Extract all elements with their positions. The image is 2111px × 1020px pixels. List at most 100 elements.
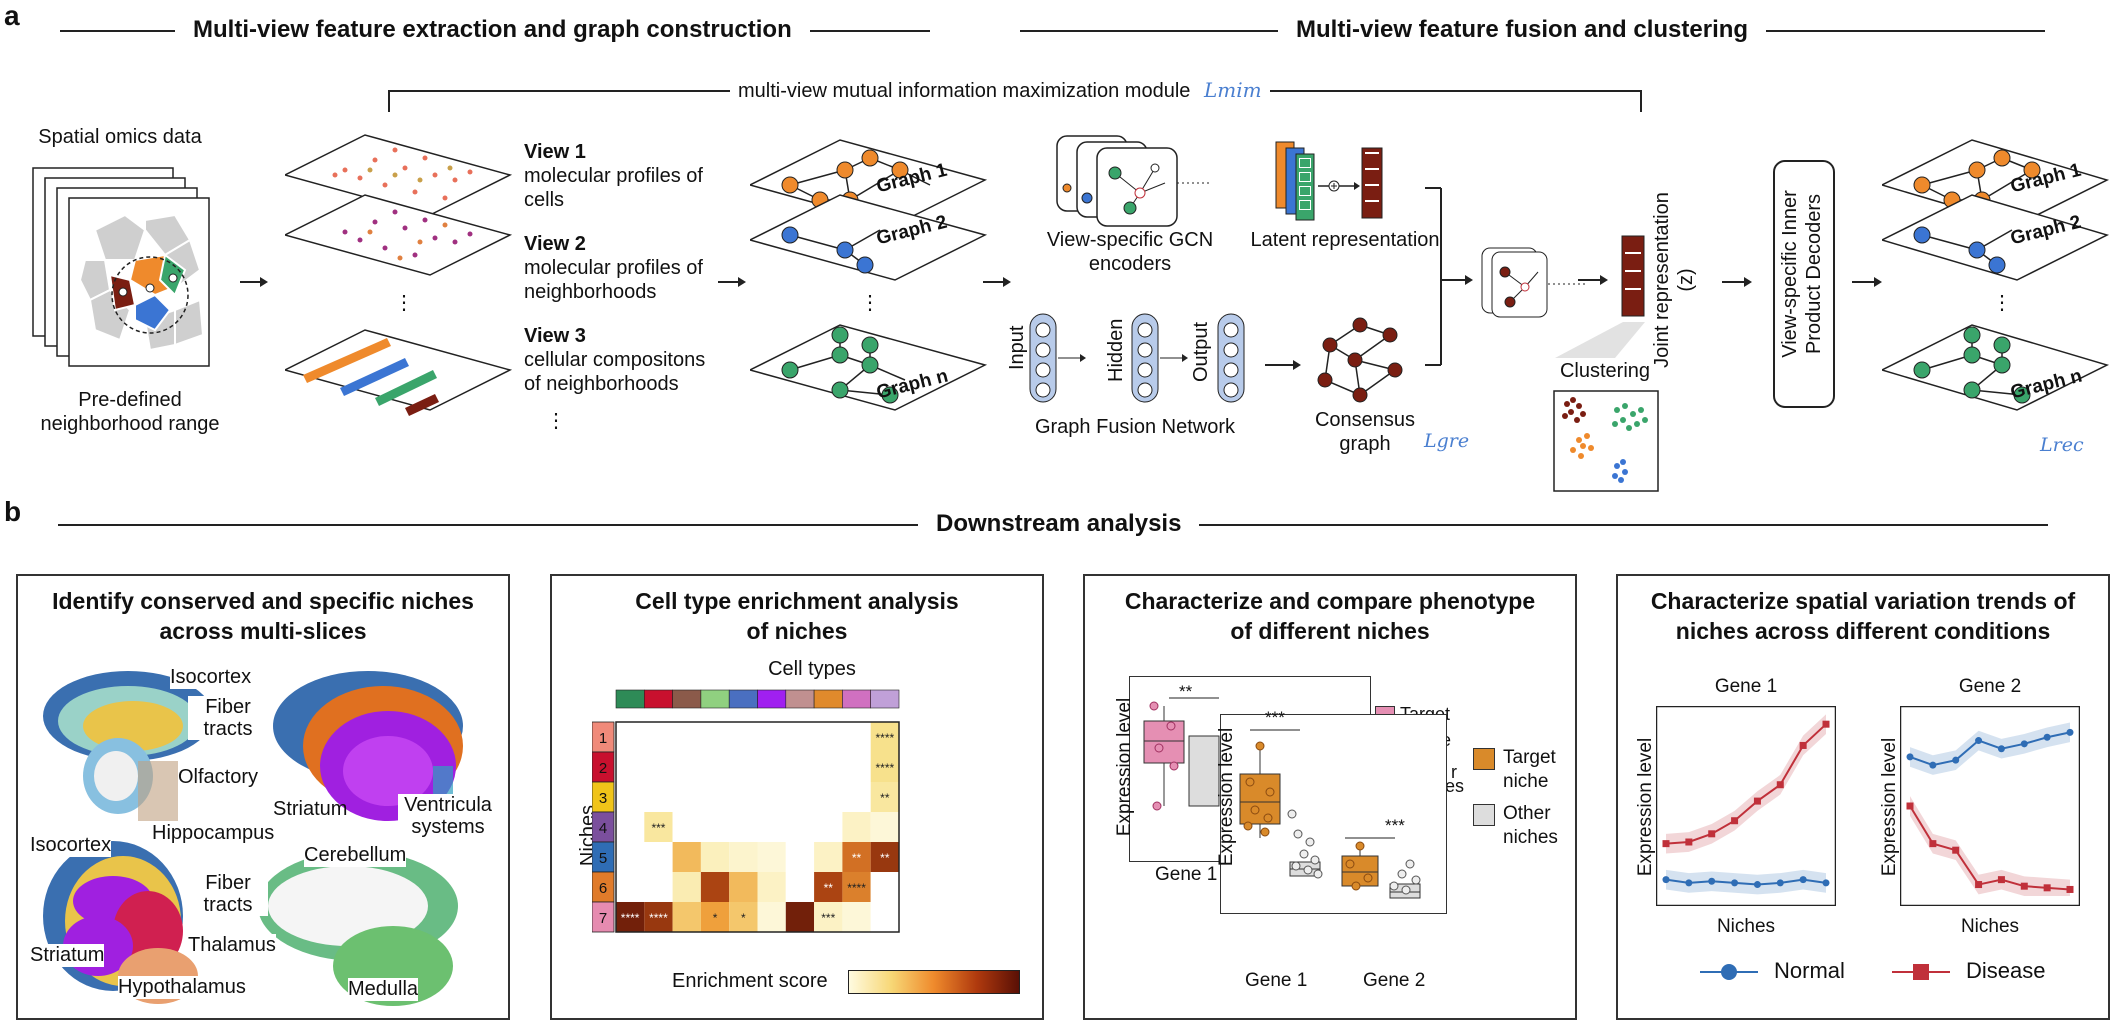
cell-types-label: Cell types: [768, 658, 856, 680]
arrow-joint: [1578, 275, 1608, 285]
arrow-decoder: [1722, 277, 1752, 287]
box4-title-2: niches across different conditions: [1675, 618, 2051, 644]
data-point: [1997, 876, 2005, 884]
series-line: [1665, 723, 1827, 845]
heatmap-cell: [672, 842, 701, 872]
heatmap-cell: [616, 842, 645, 872]
trend-chart-gene-1: [1656, 706, 1836, 906]
significance-annotation: ****: [649, 911, 668, 925]
heatmap-cell: [616, 812, 645, 842]
data-point: [2043, 733, 2051, 741]
heatmap-cell: [729, 812, 758, 842]
decoders-box: [1773, 160, 1835, 408]
heatmap-cell: [785, 842, 815, 872]
data-point: [2066, 885, 2074, 893]
heatmap-cell: [616, 782, 645, 812]
heatmap-cell: [870, 842, 899, 872]
heatmap-cell: [814, 782, 843, 812]
graph-stack: [750, 139, 988, 411]
header-b: Downstream analysis: [918, 510, 1200, 538]
header-right: Multi-view feature fusion and clustering: [1278, 16, 1767, 44]
heatmap-cell: [729, 902, 758, 932]
celltype-swatch: [813, 689, 843, 709]
celltype-swatch: [842, 689, 871, 709]
front-gene1-label: Gene 1: [1245, 970, 1308, 991]
front-gene2-label: Gene 2: [1363, 970, 1426, 991]
enrichment-score-label: Enrichment score: [672, 970, 828, 992]
heatmap-cell: [757, 722, 786, 752]
label-isocortex-1: Isocortex: [170, 666, 252, 689]
trend-ylabel-2: Expression level: [1879, 737, 1900, 877]
heatmap-cell: [842, 842, 871, 872]
ellipsis-view-text: ⋮: [546, 410, 566, 432]
spatial-omics-label: Spatial omics data: [38, 126, 202, 148]
heatmap-cell: [757, 782, 786, 812]
heatmap-cell: [644, 812, 673, 842]
view-1-title: View 1: [524, 141, 586, 163]
consensus-graph: [1317, 317, 1403, 403]
spatial-omics-stack: [32, 167, 210, 367]
heatmap-cell: [870, 782, 899, 812]
celltype-swatch: [785, 689, 815, 709]
niche-id-label: 5: [599, 850, 607, 867]
heatmap-cell: [870, 872, 899, 902]
heatmap-cell: [842, 872, 871, 902]
heatmap-cell: [616, 722, 645, 752]
heatmap-cell: [672, 722, 701, 752]
heatmap-cell: [700, 782, 730, 812]
joint-representation-label: Joint representation (z): [1651, 192, 1697, 368]
heatmap-cell: [814, 722, 843, 752]
series-line: [1909, 731, 2071, 767]
loss-gre: Lgre: [1424, 430, 1470, 452]
legend-other-label: Other niches: [1503, 803, 1558, 848]
output-graph-stack: [1882, 139, 2110, 411]
celltype-swatch: [700, 689, 730, 709]
data-point: [1822, 720, 1830, 728]
view-3-desc: cellular compositons of neighborhoods: [524, 349, 706, 395]
arrow-3: [983, 277, 1011, 287]
niche-id-label: 4: [599, 820, 607, 837]
heatmap-cell: [785, 872, 815, 902]
graph-fusion-network: [1029, 313, 1245, 403]
view-2-title: View 2: [524, 233, 586, 255]
trend-panel-2-title: Gene 2: [1958, 676, 2022, 697]
niche-swatch: [592, 901, 615, 933]
significance-annotation: ****: [876, 731, 895, 745]
significance-annotation: **: [880, 851, 890, 865]
panel-a-letter: a: [4, 0, 20, 31]
box4-title-1: Characterize spatial variation trends of: [1650, 588, 2076, 614]
heatmap-cell: [616, 902, 645, 932]
legend-other-swatch: [1473, 804, 1495, 826]
heatmap-cell: [785, 722, 815, 752]
heatmap-cell: [842, 722, 871, 752]
box2-title-2: of niches: [746, 618, 848, 644]
heatmap-cell: [644, 872, 673, 902]
merge-bracket: [1425, 187, 1473, 366]
arrow-1: [240, 277, 268, 287]
significance-annotation: *: [713, 911, 718, 925]
box3-title-1: Characterize and compare phenotype: [1124, 588, 1536, 614]
celltype-swatch: [672, 689, 702, 709]
data-point: [1906, 753, 1914, 761]
label-thalamus: Thalamus: [188, 934, 276, 957]
celltype-swatch: [757, 689, 787, 709]
heatmap-cell: [616, 752, 645, 782]
significance-annotation: ***: [821, 911, 835, 925]
trend-panel-1-title: Gene 1: [1714, 676, 1778, 697]
graph-fusion-network-label: Graph Fusion Network: [1034, 416, 1236, 438]
legend-disease-label: Disease: [1966, 958, 2046, 983]
data-point: [1975, 737, 1983, 745]
heatmap-cell: [672, 752, 701, 782]
heatmap-cell: [672, 812, 701, 842]
heatmap-cell: [729, 872, 758, 902]
data-point: [1708, 830, 1716, 838]
header-left: Multi-view feature extraction and graph …: [175, 16, 810, 44]
heatmap-cell: [785, 752, 815, 782]
view-1: View 1 molecular profiles of cells: [524, 140, 724, 212]
data-point: [1799, 741, 1807, 749]
front-sig-gene2: ***: [1385, 816, 1405, 835]
heatmap-cell: [814, 902, 843, 932]
data-point: [1952, 846, 1960, 854]
trend-ylabel-1: Expression level: [1635, 737, 1656, 877]
legend-target-swatch: [1473, 748, 1495, 770]
